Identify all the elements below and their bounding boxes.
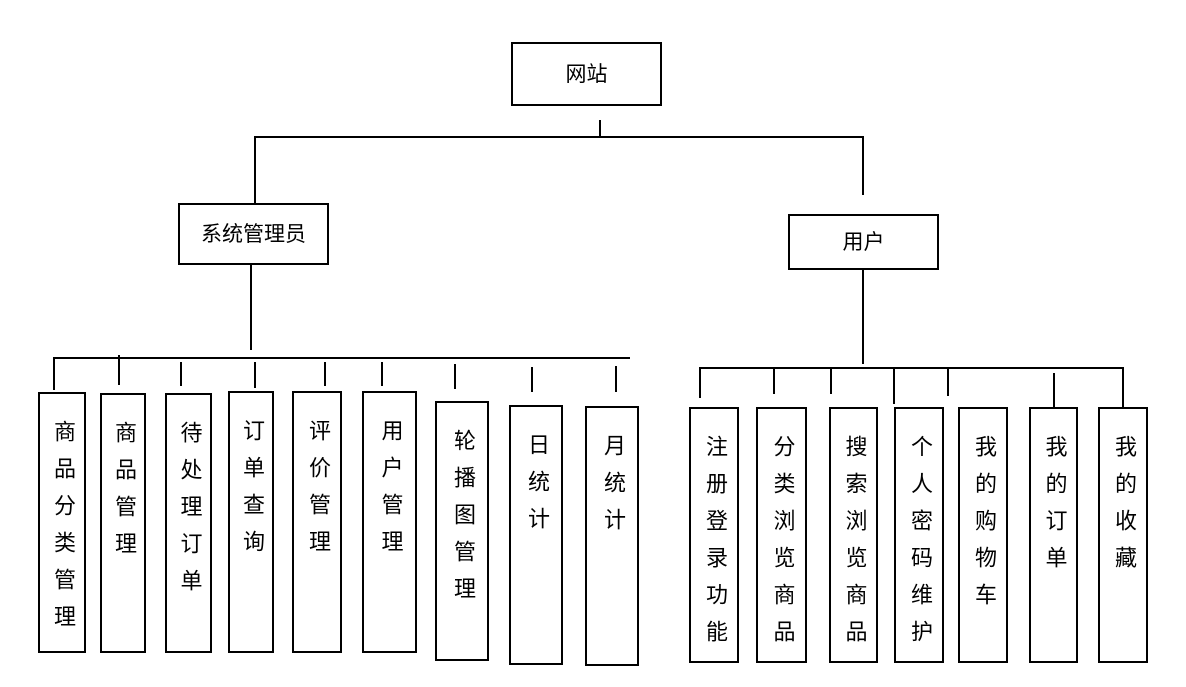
connector-line xyxy=(531,367,533,392)
node-label: 商品分类管理 xyxy=(50,420,75,642)
user-leaf-node: 注册登录功能 xyxy=(689,407,739,663)
node-label: 待处理订单 xyxy=(176,421,202,606)
admin-leaf-node: 日统计 xyxy=(509,405,563,665)
node-label: 注册登录功能 xyxy=(702,435,727,657)
node-label: 月统计 xyxy=(600,434,625,545)
connector-line xyxy=(1122,368,1124,408)
connector-line xyxy=(699,367,1124,369)
connector-line xyxy=(324,362,326,386)
node-label: 评价管理 xyxy=(305,419,330,567)
node-label: 个人密码维护 xyxy=(907,435,932,657)
connector-line xyxy=(773,368,775,394)
root-node: 网站 xyxy=(511,42,662,106)
user-leaf-node: 分类浏览商品 xyxy=(756,407,807,663)
node-label: 订单查询 xyxy=(239,419,264,567)
node-label: 日统计 xyxy=(524,433,549,544)
admin-leaf-node: 轮播图管理 xyxy=(435,401,489,661)
connector-line xyxy=(180,362,182,386)
connector-line xyxy=(118,355,120,385)
admin-node: 系统管理员 xyxy=(178,203,329,265)
admin-leaf-node: 月统计 xyxy=(585,406,639,666)
node-label: 系统管理员 xyxy=(201,221,306,246)
connector-line xyxy=(599,120,601,138)
connector-line xyxy=(381,362,383,386)
node-label: 搜索浏览商品 xyxy=(841,435,867,657)
node-label: 轮播图管理 xyxy=(450,429,475,614)
connector-line xyxy=(1053,373,1055,407)
node-label: 用户 xyxy=(842,229,885,254)
connector-line xyxy=(254,136,864,138)
user-leaf-node: 我的收藏 xyxy=(1098,407,1148,663)
admin-leaf-node: 商品分类管理 xyxy=(38,392,86,653)
admin-leaf-node: 用户管理 xyxy=(362,391,417,653)
node-label: 我的订单 xyxy=(1041,435,1067,583)
connector-line xyxy=(862,137,864,195)
node-label: 网站 xyxy=(565,61,608,86)
connector-line xyxy=(862,268,864,364)
connector-line xyxy=(893,368,895,404)
node-label: 我的收藏 xyxy=(1111,435,1136,583)
connector-line xyxy=(250,265,252,350)
connector-line xyxy=(699,368,701,398)
user-node: 用户 xyxy=(788,214,939,270)
node-label: 我的购物车 xyxy=(971,435,996,620)
connector-line xyxy=(615,366,617,392)
user-leaf-node: 搜索浏览商品 xyxy=(829,407,878,663)
connector-line xyxy=(53,358,55,390)
user-leaf-node: 我的购物车 xyxy=(958,407,1008,663)
node-label: 用户管理 xyxy=(377,419,403,567)
user-leaf-node: 我的订单 xyxy=(1029,407,1078,663)
node-label: 分类浏览商品 xyxy=(769,435,795,657)
admin-leaf-node: 评价管理 xyxy=(292,391,342,653)
connector-line xyxy=(53,357,630,359)
connector-line xyxy=(830,368,832,394)
user-leaf-node: 个人密码维护 xyxy=(894,407,944,663)
connector-line xyxy=(454,364,456,389)
admin-leaf-node: 商品管理 xyxy=(100,393,146,653)
connector-line xyxy=(947,368,949,396)
admin-leaf-node: 订单查询 xyxy=(228,391,274,653)
connector-line xyxy=(254,362,256,388)
connector-line xyxy=(254,137,256,203)
node-label: 商品管理 xyxy=(111,421,136,569)
admin-leaf-node: 待处理订单 xyxy=(165,393,212,653)
